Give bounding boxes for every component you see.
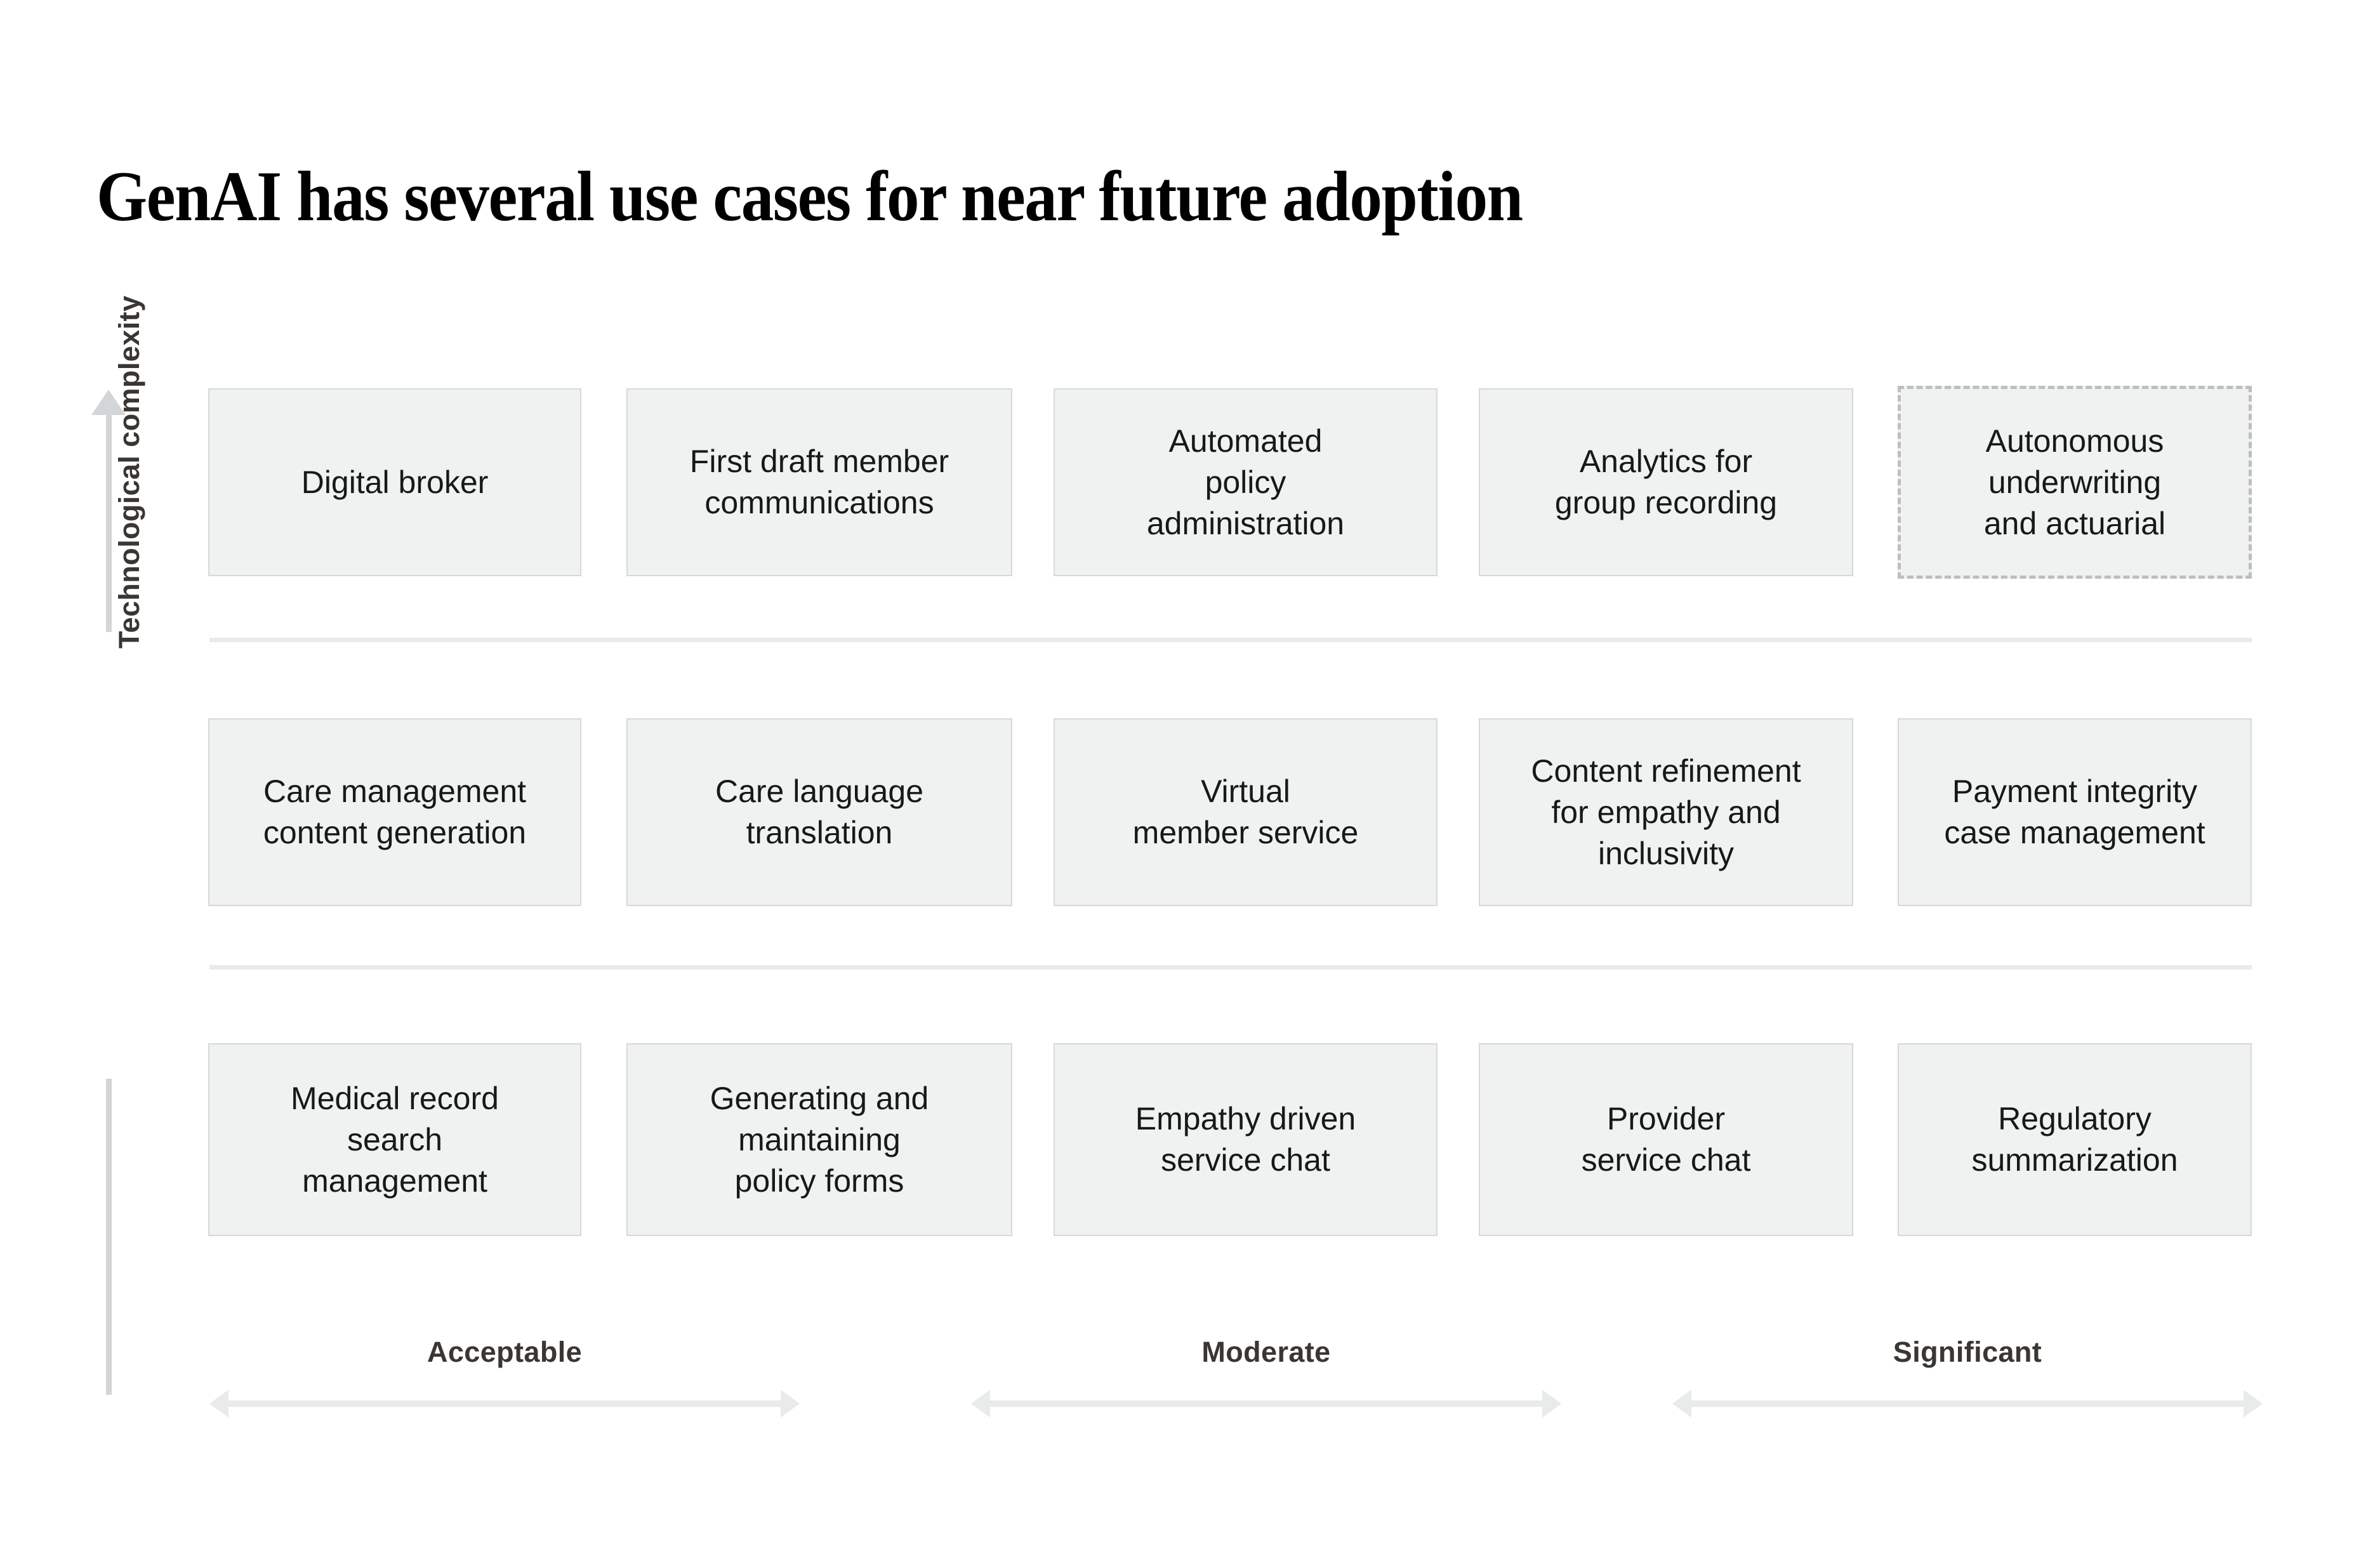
arrow-head-right-icon [2244, 1390, 2263, 1418]
use-case-card[interactable]: Digital broker [208, 388, 581, 576]
use-case-card[interactable]: Analytics for group recording [1479, 388, 1853, 576]
arrow-head-left-icon [971, 1390, 990, 1418]
row-divider-top [209, 638, 2252, 642]
use-case-card[interactable]: Virtual member service [1054, 718, 1438, 906]
x-band-label-moderate: Moderate [1201, 1336, 1331, 1368]
arrow-shaft [227, 1400, 782, 1407]
y-axis-label: Technological complexity [113, 295, 145, 649]
use-case-card[interactable]: Empathy driven service chat [1054, 1043, 1438, 1236]
x-band-arrow-moderate [971, 1390, 1561, 1418]
use-case-card-dashed[interactable]: Autonomous underwriting and actuarial [1898, 386, 2252, 579]
arrow-head-left-icon [1672, 1390, 1691, 1418]
row-divider-bottom [209, 965, 2252, 970]
arrow-shaft [989, 1400, 1544, 1407]
x-band-label-significant: Significant [1893, 1336, 2042, 1368]
use-case-card[interactable]: Regulatory summarization [1898, 1043, 2252, 1236]
arrow-head-left-icon [209, 1390, 228, 1418]
use-case-card[interactable]: Care language translation [626, 718, 1012, 906]
x-band-arrow-significant [1672, 1390, 2263, 1418]
arrow-head-right-icon [781, 1390, 800, 1418]
y-axis-up-arrow-icon [91, 390, 126, 415]
y-axis-line-lower [106, 1079, 112, 1395]
x-band-label-acceptable: Acceptable [426, 1336, 583, 1368]
use-case-card[interactable]: Care management content generation [208, 718, 581, 906]
page-title: GenAI has several use cases for near fut… [96, 157, 1523, 236]
arrow-head-right-icon [1542, 1390, 1561, 1418]
use-case-card[interactable]: Medical record search management [208, 1043, 581, 1236]
use-case-card[interactable]: Content refinement for empathy and inclu… [1479, 718, 1853, 906]
y-axis-line-upper [106, 411, 112, 632]
use-case-card[interactable]: Automated policy administration [1054, 388, 1438, 576]
use-case-card[interactable]: First draft member communications [626, 388, 1012, 576]
use-case-card[interactable]: Provider service chat [1479, 1043, 1853, 1236]
use-case-card[interactable]: Payment integrity case management [1898, 718, 2252, 906]
x-band-arrow-acceptable [209, 1390, 800, 1418]
arrow-shaft [1690, 1400, 2245, 1407]
use-case-card[interactable]: Generating and maintaining policy forms [626, 1043, 1012, 1236]
